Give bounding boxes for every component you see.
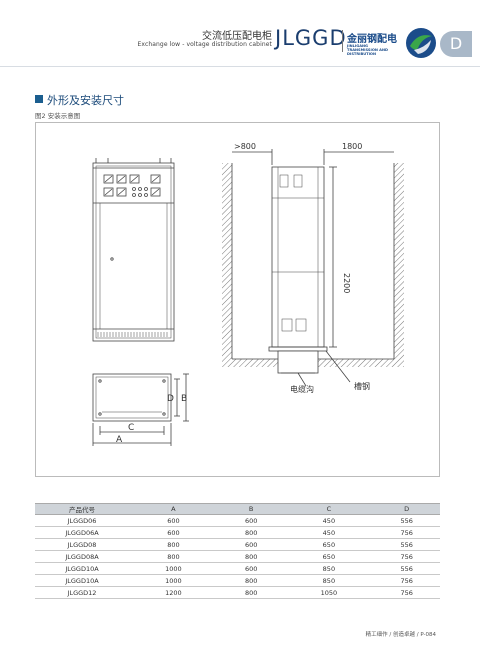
table-cell: 600 (129, 526, 218, 539)
table-row: JLGGD06 600 600 450 556 (35, 514, 440, 527)
table-cell: JLGGD08 (35, 538, 129, 551)
drawing-frame: D B C A (35, 122, 440, 477)
table-cell: 756 (373, 574, 440, 587)
table-cell: 1050 (284, 586, 374, 599)
table-cell: 1000 (129, 562, 218, 575)
table-cell: 850 (284, 574, 374, 587)
table-cell: 800 (217, 574, 285, 587)
dim-label-a: A (116, 435, 123, 445)
dim-label-d: D (167, 394, 174, 404)
page-footer: 精工细作 / 创造卓越 / P-084 (366, 630, 436, 638)
table-cell: 800 (217, 550, 285, 563)
table-cell: 600 (129, 514, 218, 527)
table-cell: 556 (373, 562, 440, 575)
table-cell: 800 (129, 550, 218, 563)
table-cell: JLGGD06 (35, 514, 129, 527)
table-row: JLGGD08 800 600 650 556 (35, 538, 440, 551)
table-cell: 600 (217, 514, 285, 527)
dimension-table: 产品代号 A B C D JLGGD06 600 600 450 556 JLG… (35, 503, 440, 599)
col-header: B (217, 503, 285, 515)
table-row: JLGGD06A 600 800 450 756 (35, 526, 440, 539)
table-row: JLGGD10A 1000 800 850 756 (35, 574, 440, 587)
col-header: D (373, 503, 440, 515)
table-cell: JLGGD10A (35, 574, 129, 587)
dim-label-c: C (128, 423, 134, 433)
table-header-row: 产品代号 A B C D (35, 503, 440, 515)
col-header: C (284, 503, 374, 515)
label-cable-trench: 电缆沟 (290, 384, 314, 394)
table-cell: 756 (373, 586, 440, 599)
section-marker-icon (35, 95, 43, 103)
label-channel-steel: 槽钢 (354, 381, 370, 391)
table-row: JLGGD12 1200 800 1050 756 (35, 586, 440, 599)
product-model: JLGGD (275, 26, 347, 50)
plan-view (92, 373, 189, 446)
dim-label-gap: >800 (234, 142, 256, 151)
table-cell: 450 (284, 526, 374, 539)
section-letter-badge: D (440, 31, 472, 57)
brand-name-english: JINLIGANG TRANSMISSION AND DISTRIBUTION (347, 44, 388, 56)
installation-drawing: D B C A (92, 142, 404, 446)
table-cell: 600 (217, 562, 285, 575)
page-number: P-084 (420, 632, 436, 638)
header-divider (0, 66, 480, 67)
table-cell: 756 (373, 550, 440, 563)
table-cell: JLGGD06A (35, 526, 129, 539)
col-header: A (129, 503, 218, 515)
table-cell: JLGGD10A (35, 562, 129, 575)
col-header: 产品代号 (35, 503, 129, 515)
side-view-section (222, 149, 404, 387)
table-cell: 1000 (129, 574, 218, 587)
table-cell: 1200 (129, 586, 218, 599)
figure-caption: 图2 安装示意图 (35, 112, 81, 120)
brand-name-chinese: 金丽钢配电 (347, 34, 397, 45)
table-cell: JLGGD08A (35, 550, 129, 563)
section-title: 外形及安装尺寸 (47, 94, 124, 107)
dim-label-depth: 1800 (342, 142, 362, 151)
table-cell: 800 (217, 526, 285, 539)
table-cell: 800 (129, 538, 218, 551)
dim-label-b: B (181, 394, 187, 404)
dim-label-height: 2200 (342, 273, 351, 293)
table-row: JLGGD10A 1000 600 850 556 (35, 562, 440, 575)
table-cell: 850 (284, 562, 374, 575)
header-separator (342, 30, 343, 52)
table-cell: 800 (217, 586, 285, 599)
brand-logo-icon (406, 28, 436, 58)
title-english: Exchange low - voltage distribution cabi… (137, 41, 272, 48)
page-header: 交流低压配电柜 Exchange low - voltage distribut… (0, 0, 480, 67)
table-cell: JLGGD12 (35, 586, 129, 599)
footer-slogan: 精工细作 / 创造卓越 / (365, 632, 419, 638)
table-row: JLGGD08A 800 800 650 756 (35, 550, 440, 563)
title-chinese: 交流低压配电柜 (202, 31, 272, 42)
table-cell: 556 (373, 514, 440, 527)
table-cell: 650 (284, 550, 374, 563)
table-cell: 556 (373, 538, 440, 551)
table-cell: 450 (284, 514, 374, 527)
table-cell: 650 (284, 538, 374, 551)
table-cell: 600 (217, 538, 285, 551)
front-view-cabinet (92, 158, 175, 342)
table-cell: 756 (373, 526, 440, 539)
